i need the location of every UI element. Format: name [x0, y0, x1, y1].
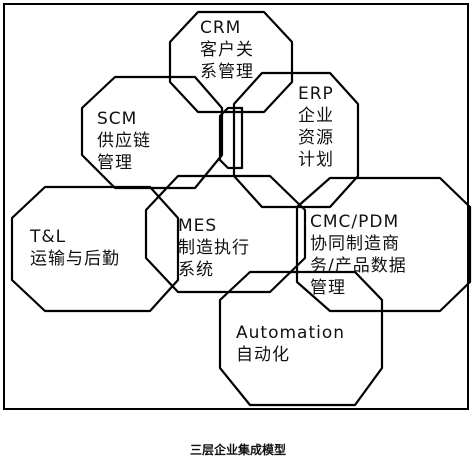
- tl-line2: 运输与后勤: [30, 249, 120, 269]
- mes-octagon: [144, 174, 307, 294]
- mes-label: MES 制造执行 系统: [178, 215, 250, 281]
- scm-octagon: [80, 75, 224, 190]
- scm-line2: 供应链: [97, 131, 151, 151]
- scm-line3: 管理: [97, 153, 133, 173]
- erp-line4: 计划: [298, 150, 334, 170]
- crm-line3: 系管理: [200, 62, 254, 82]
- automation-abbr: Automation: [236, 323, 346, 343]
- erp-octagon: [232, 71, 360, 209]
- cmc-line2: 协同制造商: [310, 234, 400, 254]
- mes-abbr: MES: [178, 216, 218, 236]
- erp-label: ERP 企业 资源 计划: [298, 83, 334, 171]
- figure-caption: 三层企业集成模型: [189, 443, 286, 457]
- mes-line2: 制造执行: [178, 238, 250, 258]
- crm-octagon: [168, 10, 294, 114]
- cmc-label: CMC/PDM 协同制造商 务/产品数据 管理: [310, 211, 407, 299]
- automation-label: Automation 自动化: [236, 322, 345, 366]
- crm-label: CRM 客户关 系管理: [200, 17, 254, 83]
- automation-line2: 自动化: [236, 345, 290, 365]
- cmc-abbr: CMC/PDM: [310, 212, 400, 232]
- cmc-octagon: [295, 176, 472, 313]
- center-lens: [218, 106, 244, 170]
- mes-line3: 系统: [178, 260, 214, 280]
- automation-octagon: [218, 270, 384, 407]
- scm-abbr: SCM: [97, 109, 138, 129]
- crm-abbr: CRM: [200, 18, 242, 38]
- tl-label: T&L 运输与后勤: [30, 226, 120, 270]
- erp-abbr: ERP: [298, 84, 334, 104]
- tl-abbr: T&L: [30, 227, 67, 247]
- erp-line3: 资源: [298, 128, 334, 148]
- crm-line2: 客户关: [200, 40, 254, 60]
- cmc-line4: 管理: [310, 278, 346, 298]
- cmc-line3: 务/产品数据: [310, 256, 407, 276]
- erp-line2: 企业: [298, 106, 334, 126]
- scm-label: SCM 供应链 管理: [97, 108, 151, 174]
